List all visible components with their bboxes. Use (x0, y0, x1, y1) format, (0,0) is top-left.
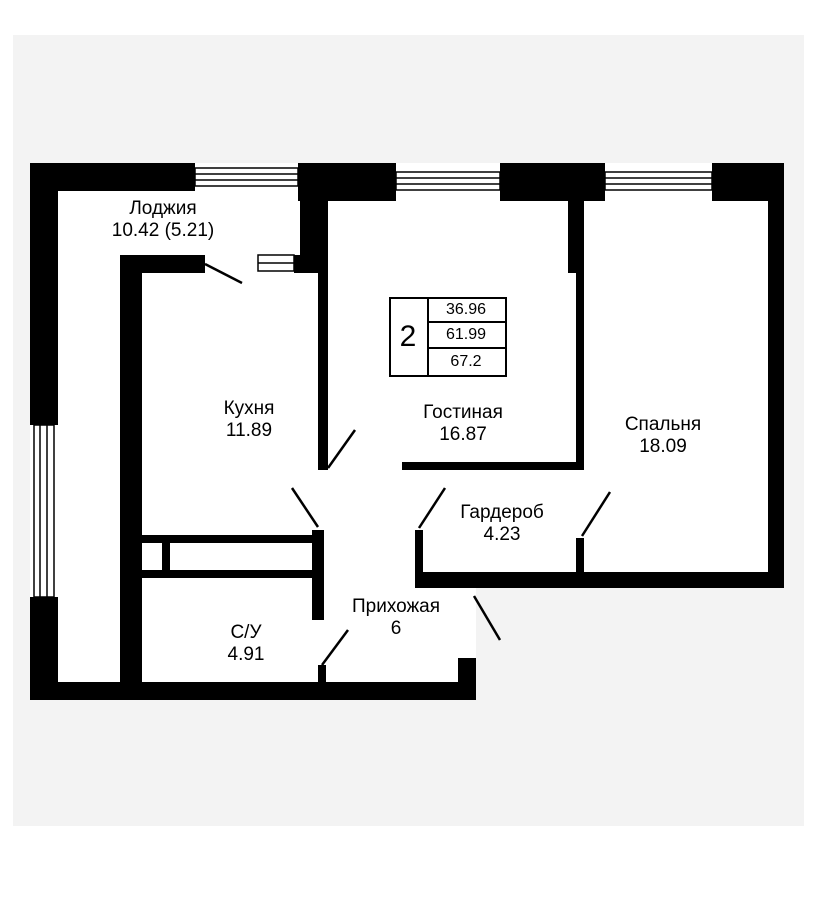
wall-bottom (30, 682, 476, 700)
area-badge (389, 297, 507, 377)
wall-left-upper (30, 163, 58, 425)
wall-bath-mid (142, 570, 322, 578)
room-kitchen-name: Кухня (223, 398, 275, 419)
room-loggia: Лоджия 10.42 (5.21) (112, 198, 214, 242)
door-loggia (204, 262, 243, 285)
total-area-value: 61.99 (445, 326, 487, 343)
wall-right (768, 163, 784, 588)
wall-living-left (318, 195, 328, 470)
total-with-loggia-value: 67.2 (450, 353, 482, 370)
wall-living-right-top (568, 195, 584, 273)
wall-bottom-right (415, 572, 784, 588)
room-hallway-area: 6 (390, 618, 402, 639)
wall-bath-door-jamb (318, 665, 326, 685)
room-bathroom-name: С/У (230, 622, 262, 643)
door-bathroom (320, 629, 350, 666)
room-bedroom-name: Спальня (624, 414, 702, 435)
room-bedroom: Спальня 18.09 (625, 414, 701, 458)
room-kitchen: Кухня 11.89 (224, 398, 275, 442)
room-living: Гостиная 16.87 (423, 402, 503, 446)
outside-area (476, 588, 786, 700)
doors (204, 262, 612, 666)
room-wardrobe-name: Гардероб (460, 502, 544, 523)
room-hallway-name: Прихожая (351, 596, 441, 617)
window-living (395, 171, 501, 191)
badge-frame (389, 297, 507, 377)
door-kitchen (290, 487, 320, 528)
wall-wardrobe-left (415, 530, 423, 588)
window-loggia (194, 167, 299, 187)
window-loggia-side (33, 424, 55, 598)
wall-living-bottom (402, 462, 584, 470)
room-bathroom: С/У 4.91 (228, 622, 265, 666)
wall-kitchen-left (120, 255, 142, 685)
wall-bath-duct (162, 543, 170, 570)
room-wardrobe-area: 4.23 (483, 524, 521, 545)
wall-top-loggia (30, 163, 195, 191)
wall-top-pier-2 (500, 163, 605, 201)
door-living (326, 429, 357, 469)
door-wardrobe (417, 487, 447, 529)
living-area-value: 36.96 (445, 301, 487, 318)
room-living-area: 16.87 (439, 424, 487, 445)
wall-bottom-stub (458, 658, 476, 700)
wall-bath-top (142, 535, 322, 543)
wall-bath-right (312, 530, 324, 620)
room-loggia-area: 10.42 (5.21) (111, 220, 215, 241)
door-bedroom (580, 491, 612, 537)
walls (30, 163, 784, 700)
room-bathroom-area: 4.91 (227, 644, 265, 665)
room-living-name: Гостиная (423, 402, 503, 423)
room-wardrobe: Гардероб 4.23 (460, 502, 544, 546)
window-bedroom (604, 171, 713, 191)
rooms-count: 2 (399, 320, 417, 353)
room-loggia-name: Лоджия (129, 198, 197, 219)
room-kitchen-area: 11.89 (225, 420, 273, 441)
windows (33, 167, 713, 598)
door-entrance (472, 595, 502, 641)
wall-kitchen-top (120, 255, 205, 273)
wall-wardrobe-right (576, 538, 584, 580)
room-bedroom-area: 18.09 (639, 436, 687, 457)
wall-living-right (576, 270, 584, 470)
room-hallway: Прихожая 6 (352, 596, 440, 640)
